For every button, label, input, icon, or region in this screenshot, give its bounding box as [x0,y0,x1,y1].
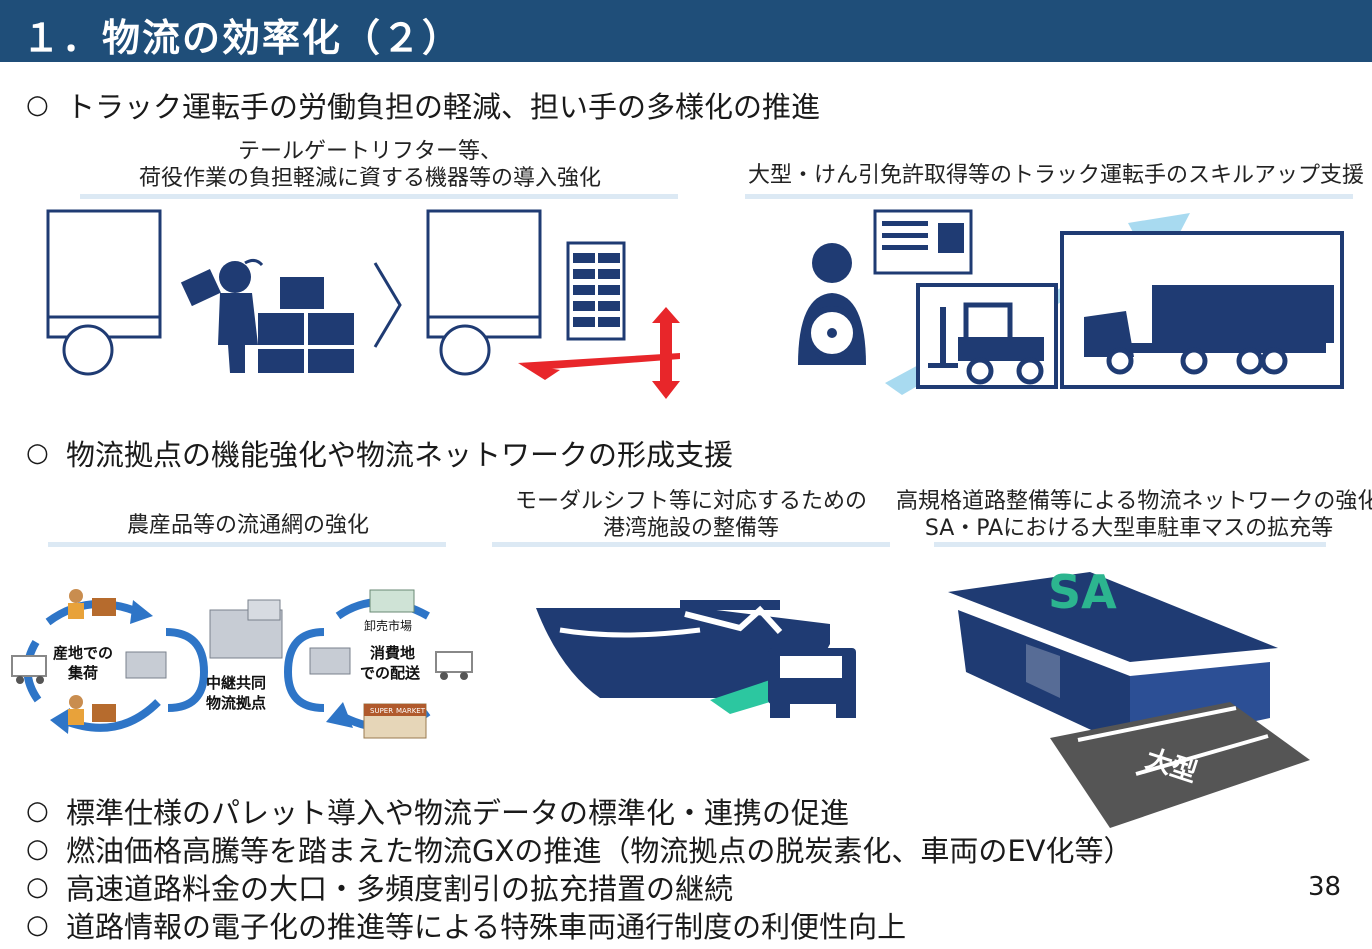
small-truck-icon [435,651,473,680]
sa-sign: SA [1048,565,1117,619]
tailgate-illustration [46,209,680,399]
bottom-bullet-2: ○ 燃油価格高騰等を踏まえた物流GXの推進（物流拠点の脱炭素化、車両のEV化等） [26,828,1133,870]
caption-underline [745,194,1353,199]
page-title: １．物流の効率化（２） [22,16,463,60]
port-caption-line2: 港湾施設の整備等 [602,516,779,541]
warehouse-icon [125,651,167,679]
worker-icon [180,258,264,373]
section1-bullet-text: トラック運転手の労働負担の軽減、担い手の多様化の推進 [66,90,821,124]
caption-underline [492,542,890,547]
caption-underline [80,194,678,199]
skillup-caption: 大型・けん引免許取得等のトラック運転手のスキルアップ支援 [748,163,1365,188]
hub-label-line2: 物流拠点 [206,694,266,712]
highway-caption-line2: SA・PAにおける大型車駐車マスの拡充等 [924,516,1334,541]
farm-network-caption: 農産品等の流通網の強化 [126,513,369,538]
ship-icon [536,600,830,698]
port-caption: モーダルシフト等に対応するための 港湾施設の整備等 [492,488,890,542]
tailgate-caption-line1: テールゲートリフター等、 [237,139,502,164]
hub-building-icon [209,599,283,659]
page-number: 38 [1308,872,1342,902]
caption-underline [934,542,1326,547]
driver-icon [798,243,866,365]
farmer-icon [68,589,116,725]
bottom-bullet-text: 燃油価格高騰等を踏まえた物流GXの推進（物流拠点の脱炭素化、車両のEV化等） [66,834,1133,868]
port-ship-illustration [536,600,856,718]
small-truck-icon [11,655,47,684]
chevron-right-icon [373,262,402,348]
cardboard-boxes-icon [258,277,354,373]
skillup-illustration [798,209,1344,395]
license-card-icon [873,209,973,275]
origin-label-line1: 産地での [53,644,113,662]
market-label: 卸売市場 [364,618,412,633]
supermarket-icon: SUPER MARKET [363,703,427,739]
tailgate-caption: テールゲートリフター等、 荷役作業の負担軽減に資する機器等の導入強化 [110,138,630,192]
bullet-mark: ○ [26,910,49,940]
truck-with-lift-icon [426,209,680,380]
up-down-arrow-icon [652,307,680,399]
roll-cage-cart-icon [566,241,626,341]
port-caption-line1: モーダルシフト等に対応するための [514,489,867,514]
highway-caption-line1: 高規格道路整備等による物流ネットワークの強化や [896,489,1372,514]
section2-bullet: ○ 物流拠点の機能強化や物流ネットワークの形成支援 [26,432,733,474]
supermarket-sign-line2: MARKET [396,707,426,715]
warehouse-icon [309,647,351,675]
trailer-truck-icon [1060,231,1344,389]
distribution-network-diagram: 産地での 集荷 中継共同 物流拠点 卸売市場 消費地 での配送 SUPER MA… [11,589,473,739]
bullet-mark: ○ [26,872,49,902]
bottom-bullet-text: 標準仕様のパレット導入や物流データの標準化・連携の促進 [66,796,850,830]
bottom-bullet-3: ○ 高速道路料金の大口・多頻度割引の拡充措置の継続 [26,866,733,908]
forklift-icon [916,283,1058,389]
supermarket-sign-line1: SUPER [370,707,393,715]
dest-label-line1: 消費地 [370,644,415,662]
highway-caption: 高規格道路整備等による物流ネットワークの強化や SA・PAにおける大型車駐車マス… [896,488,1372,542]
dest-label-line2: での配送 [360,664,421,682]
truck-icon [46,209,162,376]
bullet-mark: ○ [26,834,49,864]
caption-underline [48,542,446,547]
service-area-illustration: SA 大型 [948,565,1310,828]
bottom-bullet-1: ○ 標準仕様のパレット導入や物流データの標準化・連携の促進 [26,790,849,832]
bottom-bullet-4: ○ 道路情報の電子化の推進等による特殊車両通行制度の利便性向上 [26,904,906,946]
section2-bullet-text: 物流拠点の機能強化や物流ネットワークの形成支援 [66,438,734,472]
title-bar: １．物流の効率化（２） [0,0,1372,62]
bullet-mark: ○ [26,90,49,120]
bottom-bullet-text: 道路情報の電子化の推進等による特殊車両通行制度の利便性向上 [66,910,907,944]
hub-label-line1: 中継共同 [206,674,266,692]
parking-lot-icon [1050,702,1310,828]
tailgate-caption-line2: 荷役作業の負担軽減に資する機器等の導入強化 [138,166,601,191]
bullet-mark: ○ [26,796,49,826]
origin-label-line2: 集荷 [67,664,98,682]
section1-bullet: ○ トラック運転手の労働負担の軽減、担い手の多様化の推進 [26,84,820,126]
market-building-icon [369,589,415,613]
truck-icon [768,648,856,718]
bullet-mark: ○ [26,438,49,468]
bottom-bullet-text: 高速道路料金の大口・多頻度割引の拡充措置の継続 [66,872,734,906]
